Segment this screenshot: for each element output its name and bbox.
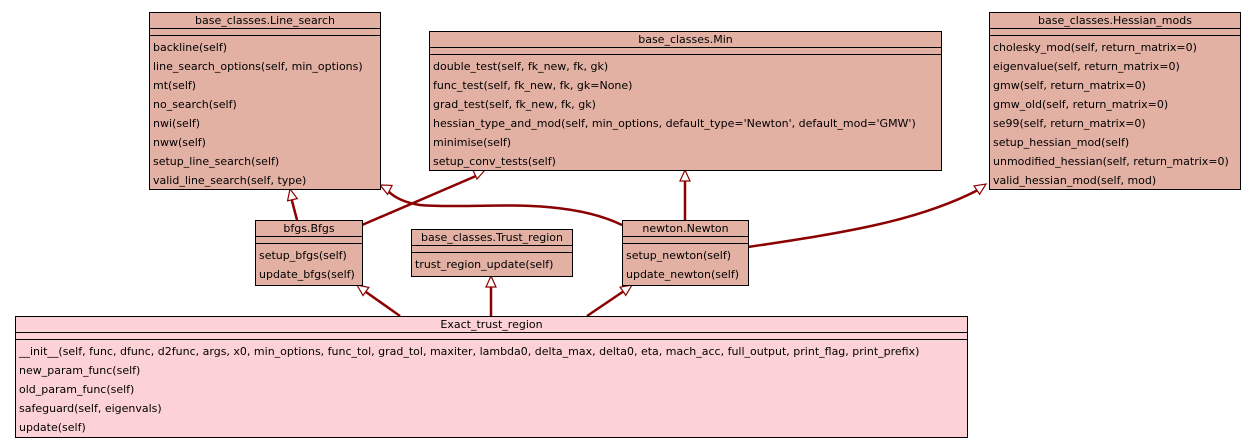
class-box-exact-trust-region: Exact_trust_region __init__(self, func, d… <box>15 316 968 438</box>
method: eigenvalue(self, return_matrix=0) <box>993 60 1180 73</box>
method: old_param_func(self) <box>19 383 135 396</box>
inheritance-edge-exact-trust-region-to-newton <box>586 289 625 318</box>
inheritance-edge-newton-to-line-search <box>387 190 623 227</box>
hollow-arrowhead-icon <box>485 274 497 288</box>
class-name: Exact_trust_region <box>16 317 967 333</box>
class-box-trust-region: base_classes.Trust_region trust_region_up… <box>411 229 573 277</box>
method: setup_bfgs(self) <box>259 249 347 262</box>
methods-compartment: setup_bfgs(self) update_bfgs(self) <box>256 244 362 284</box>
attributes-compartment <box>412 246 572 253</box>
methods-compartment: __init__(self, func, dfunc, d2func, args… <box>16 340 967 437</box>
class-box-hessian-mods: base_classes.Hessian_mods cholesky_mod(se… <box>989 12 1241 190</box>
method: __init__(self, func, dfunc, d2func, args… <box>19 345 920 358</box>
class-box-line-search: base_classes.Line_search backline(self) li… <box>149 12 381 190</box>
method: setup_conv_tests(self) <box>433 155 556 168</box>
attributes-compartment <box>623 237 748 244</box>
inheritance-edge-exact-trust-region-to-bfgs <box>365 290 401 318</box>
method: se99(self, return_matrix=0) <box>993 117 1146 130</box>
method: setup_line_search(self) <box>153 155 280 168</box>
method: cholesky_mod(self, return_matrix=0) <box>993 41 1197 54</box>
hollow-arrowhead-icon <box>679 168 691 182</box>
class-name: base_classes.Trust_region <box>412 230 572 246</box>
class-name: base_classes.Min <box>430 32 941 48</box>
hollow-arrowhead-icon <box>973 183 988 196</box>
method: update_bfgs(self) <box>259 268 355 281</box>
method: gmw_old(self, return_matrix=0) <box>993 98 1169 111</box>
method: minimise(self) <box>433 136 512 149</box>
method: no_search(self) <box>153 98 237 111</box>
methods-compartment: cholesky_mod(self, return_matrix=0)eigen… <box>990 36 1240 190</box>
method: hessian_type_and_mod(self, min_options, … <box>433 117 916 130</box>
method: trust_region_update(self) <box>415 258 554 271</box>
hollow-arrowhead-icon <box>286 187 299 202</box>
inheritance-edge-newton-to-hessian-mods <box>747 188 979 249</box>
method: update_newton(self) <box>626 268 740 281</box>
method: line_search_options(self, min_options) <box>153 60 363 73</box>
method: nww(self) <box>153 136 206 149</box>
class-box-min: base_classes.Min double_test(self, fk_new… <box>429 31 942 171</box>
method: gmw(self, return_matrix=0) <box>993 79 1146 92</box>
class-name: base_classes.Hessian_mods <box>990 13 1240 29</box>
attributes-compartment <box>16 333 967 340</box>
hollow-arrowhead-icon <box>355 284 370 297</box>
attributes-compartment <box>430 48 941 55</box>
class-name: newton.Newton <box>623 221 748 237</box>
inheritance-edge-bfgs-to-line-search <box>289 196 299 221</box>
attributes-compartment <box>150 29 380 36</box>
method: setup_hessian_mod(self) <box>993 136 1130 149</box>
method: backline(self) <box>153 41 228 54</box>
method: valid_hessian_mod(self, mod) <box>993 174 1157 187</box>
methods-compartment: trust_region_update(self) <box>412 253 572 274</box>
class-name: bfgs.Bfgs <box>256 221 362 237</box>
attributes-compartment <box>256 237 362 244</box>
hollow-arrowhead-icon <box>619 284 634 297</box>
method: double_test(self, fk_new, fk, gk) <box>433 60 609 73</box>
method: grad_test(self, fk_new, fk, gk) <box>433 98 596 111</box>
attributes-compartment <box>990 29 1240 36</box>
method: nwi(self) <box>153 117 201 130</box>
method: unmodified_hessian(self, return_matrix=0… <box>993 155 1229 168</box>
method: mt(self) <box>153 79 197 92</box>
methods-compartment: setup_newton(self) update_newton(self) <box>623 244 748 284</box>
methods-compartment: double_test(self, fk_new, fk, gk) func_te… <box>430 55 941 171</box>
inheritance-edge-bfgs-to-min <box>361 174 477 227</box>
method: setup_newton(self) <box>626 249 732 262</box>
method: safeguard(self, eigenvals) <box>19 402 162 415</box>
method: update(self) <box>19 421 86 434</box>
class-box-bfgs: bfgs.Bfgs setup_bfgs(self) update_bfgs(sel… <box>255 220 363 286</box>
hollow-arrowhead-icon <box>378 184 394 196</box>
method: valid_line_search(self, type) <box>153 174 307 187</box>
methods-compartment: backline(self) line_search_options(self, … <box>150 36 380 190</box>
method: func_test(self, fk_new, fk, gk=None) <box>433 79 633 92</box>
class-box-newton: newton.Newton setup_newton(self) update_ne… <box>622 220 749 286</box>
class-name: base_classes.Line_search <box>150 13 380 29</box>
method: new_param_func(self) <box>19 364 141 377</box>
